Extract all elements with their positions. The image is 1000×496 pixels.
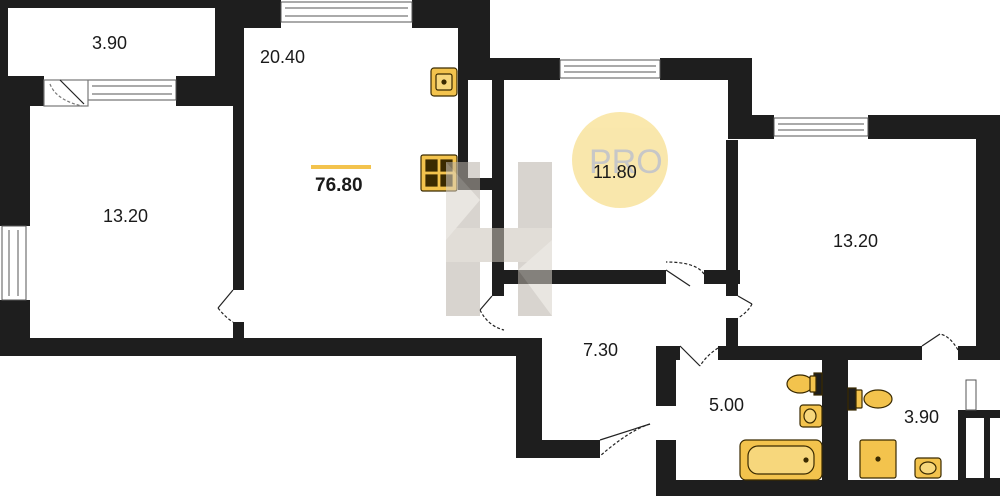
window-living-top [280, 1, 413, 23]
room-area-bedroom-left: 13.20 [103, 206, 148, 226]
room-area-balcony: 3.90 [92, 33, 127, 53]
watermark: PRO [446, 112, 668, 316]
washbasin-icon-bath [799, 404, 823, 428]
bathtub-icon [739, 439, 823, 481]
room-area-bedroom-right: 13.20 [833, 231, 878, 251]
door-wc [921, 333, 959, 351]
room-area-kitchen: 11.80 [593, 162, 637, 182]
door-balcony [43, 79, 89, 107]
door-bedroom-left [217, 289, 234, 323]
room-area-bathroom: 5.00 [709, 395, 744, 415]
kitchen-sink-icon [430, 67, 458, 97]
toilet-icon-bath [786, 372, 823, 396]
toilet-icon-wc [847, 387, 893, 411]
room-area-hall: 7.30 [583, 340, 618, 360]
window-balcony-door [87, 79, 177, 101]
window-bedroom-left [1, 225, 27, 301]
window-kitchen-top [559, 59, 661, 79]
door-kitchen [665, 261, 705, 287]
doors [43, 79, 959, 457]
window-bedroom-right-top [773, 117, 869, 137]
room-area-living: 20.40 [260, 47, 305, 67]
door-bathroom [679, 345, 719, 367]
watermark-logo-icon [446, 162, 552, 316]
door-living [479, 295, 505, 331]
window-bath-right [965, 379, 977, 411]
watermark-badge-text: PRO [589, 143, 663, 181]
door-entrance [599, 423, 651, 457]
watermark-badge [572, 112, 668, 208]
total-area: 76.80 [315, 175, 363, 196]
door-bedroom-right [737, 295, 753, 319]
washbasin-icon-wc [914, 457, 942, 479]
room-area-wc: 3.90 [904, 407, 939, 427]
shower-tray-icon [859, 439, 897, 479]
total-area-accent-line [311, 165, 371, 169]
